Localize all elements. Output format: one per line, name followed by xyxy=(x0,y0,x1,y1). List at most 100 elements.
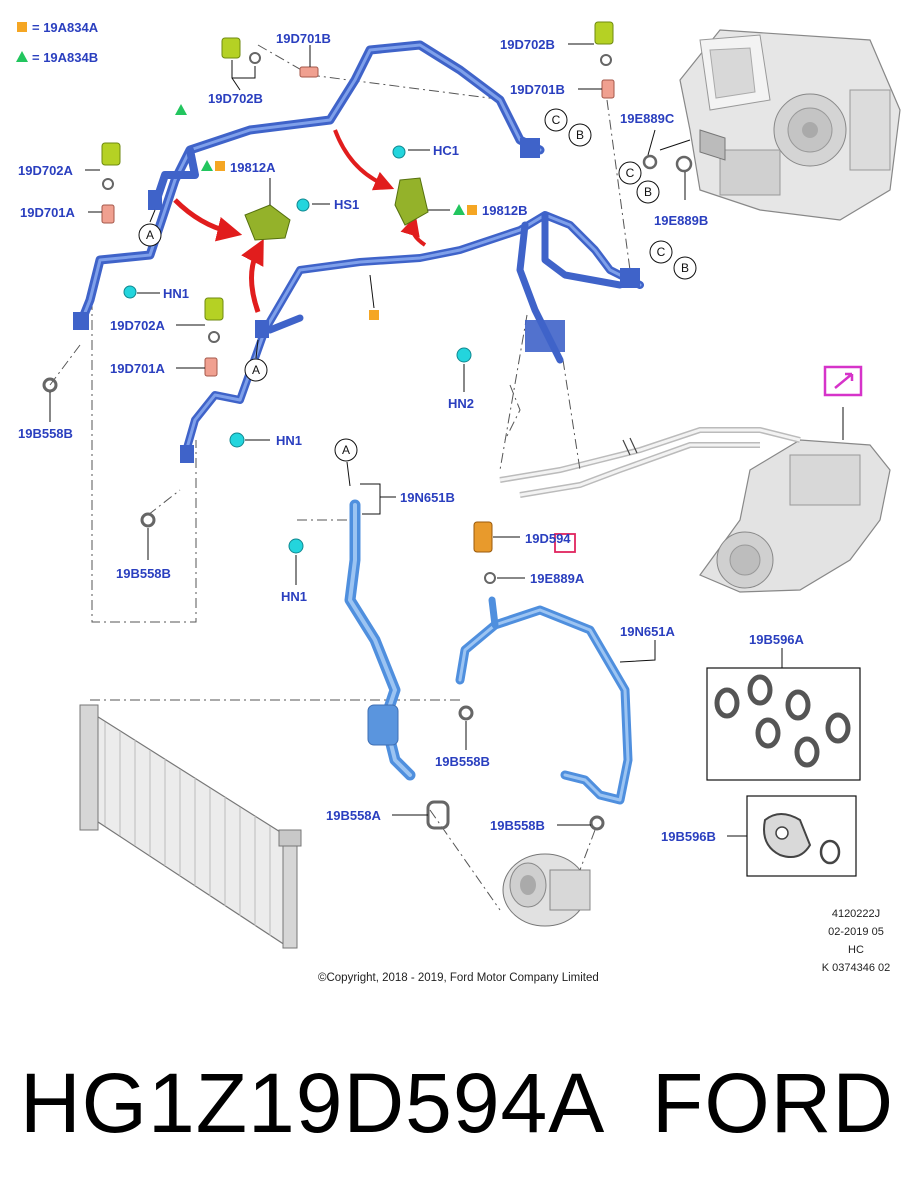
valve-icon xyxy=(601,79,615,99)
cap-icon xyxy=(101,142,121,166)
callout-19e889a: 19E889A xyxy=(530,571,585,586)
valve-icon xyxy=(299,66,319,78)
circle-letter-a: A xyxy=(138,223,162,247)
nut-icon xyxy=(296,198,310,212)
callout-19b558b: 19B558B xyxy=(116,566,171,581)
o-ring-icon xyxy=(249,52,261,64)
pressure-sensor-icon xyxy=(473,521,493,553)
kit-19b596b xyxy=(746,795,857,877)
cap-icon xyxy=(594,21,614,45)
meta-line-4: K 0374346 02 xyxy=(822,962,891,974)
circle-letter-c: C xyxy=(618,161,642,185)
callout-19d701b: 19D701B xyxy=(510,82,565,97)
callout-19e889c: 19E889C xyxy=(620,111,675,126)
svg-text:B: B xyxy=(681,261,689,275)
callout-19d701b: 19D701B xyxy=(276,31,331,46)
valve-icon xyxy=(204,357,218,377)
nut-icon xyxy=(392,145,406,159)
callout-19d701a: 19D701A xyxy=(110,361,166,376)
parts xyxy=(42,21,693,831)
compressor-illustration xyxy=(502,853,591,927)
cap-icon xyxy=(221,37,241,59)
callout-hn1: HN1 xyxy=(163,286,189,301)
circle-letter-b: B xyxy=(673,256,697,280)
callout-19n651a: 19N651A xyxy=(620,624,676,639)
washer-icon xyxy=(458,705,474,721)
circle-letter-a: A xyxy=(244,358,268,382)
circle-letter-c: C xyxy=(544,108,568,132)
circle-references: A A A C B C B C xyxy=(138,108,697,462)
legend-triangle-part: = 19A834B xyxy=(32,50,98,65)
svg-text:A: A xyxy=(342,443,350,457)
legend-square-icon xyxy=(17,22,27,32)
callout-19b558b: 19B558B xyxy=(18,426,73,441)
callout-19d701a: 19D701A xyxy=(20,205,76,220)
lower-hose-assembly xyxy=(344,499,633,805)
callout-hn1: HN1 xyxy=(281,589,307,604)
callout-19d594: 19D594 xyxy=(525,531,571,546)
callout-19d702b: 19D702B xyxy=(500,37,555,52)
parts-diagram: = 19A834A = 19A834B xyxy=(16,20,901,984)
brand-name: FORD xyxy=(652,1056,894,1150)
o-ring-icon xyxy=(208,331,220,343)
upper-hose-assembly xyxy=(73,40,644,463)
circle-letter-b: B xyxy=(568,123,592,147)
callout-hn2: HN2 xyxy=(448,396,474,411)
gasket-icon xyxy=(426,800,450,830)
caption-bar: HG1Z19D594A FORD xyxy=(0,1048,916,1158)
callout-hc1: HC1 xyxy=(433,143,459,158)
valve-icon xyxy=(101,204,115,224)
svg-text:B: B xyxy=(576,128,584,142)
meta-line-2: 02-2019 05 xyxy=(828,926,884,938)
callout-19812b: 19812B xyxy=(482,203,528,218)
callout-19d702a: 19D702A xyxy=(110,318,166,333)
washer-icon xyxy=(675,155,693,173)
callout-19b558b: 19B558B xyxy=(435,754,490,769)
bracket-19812b-icon xyxy=(394,177,429,226)
svg-text:C: C xyxy=(657,245,666,259)
washer-icon xyxy=(642,154,658,170)
circle-letter-a: A xyxy=(334,438,358,462)
meta-line-3: HC xyxy=(848,944,864,956)
nut-icon xyxy=(288,538,304,554)
circle-letter-b: B xyxy=(636,180,660,204)
nut-icon xyxy=(456,347,472,363)
circle-letter-c: C xyxy=(649,240,673,264)
nut-icon xyxy=(123,285,137,299)
condenser-illustration xyxy=(79,704,302,949)
legend-square-part: = 19A834A xyxy=(32,20,99,35)
legend: = 19A834A = 19A834B xyxy=(16,20,99,65)
o-ring-icon xyxy=(484,572,496,584)
bracket-19812a-icon xyxy=(244,204,291,241)
copyright-notice: ©Copyright, 2018 - 2019, Ford Motor Comp… xyxy=(318,972,599,984)
washer-icon xyxy=(42,377,58,393)
nut-icon xyxy=(229,432,245,448)
highlight-box xyxy=(554,533,576,553)
document-meta: 4120222J 02-2019 05 HC K 0374346 02 ©Cop… xyxy=(318,908,890,984)
cap-icon xyxy=(204,297,224,321)
direction-arrows xyxy=(173,129,427,313)
callout-19b558b: 19B558B xyxy=(490,818,545,833)
washer-icon xyxy=(589,815,605,831)
kit-19b596a xyxy=(706,667,861,781)
svg-text:C: C xyxy=(552,113,561,127)
o-ring-icon xyxy=(102,178,114,190)
meta-line-1: 4120222J xyxy=(832,908,880,920)
svg-text:A: A xyxy=(252,363,260,377)
svg-text:B: B xyxy=(644,185,652,199)
callout-19e889b: 19E889B xyxy=(654,213,708,228)
marker-square-icon xyxy=(369,310,379,320)
callout-19n651b: 19N651B xyxy=(400,490,455,505)
hvac-module-illustration xyxy=(659,29,901,221)
leader-lines xyxy=(49,43,783,837)
callout-19b596b: 19B596B xyxy=(661,829,716,844)
callout-19d702b: 19D702B xyxy=(208,91,263,106)
callout-19d702a: 19D702A xyxy=(18,163,74,178)
washer-icon xyxy=(140,512,156,528)
marker-triangle-icon xyxy=(175,104,187,115)
callout-19812a: 19812A xyxy=(230,160,276,175)
callout-19b558a: 19B558A xyxy=(326,808,382,823)
callout-labels: 19D701B 19D702B 19D702B 19D701B 19E889C … xyxy=(18,31,805,844)
callout-hn1: HN1 xyxy=(276,433,302,448)
svg-text:C: C xyxy=(626,166,635,180)
